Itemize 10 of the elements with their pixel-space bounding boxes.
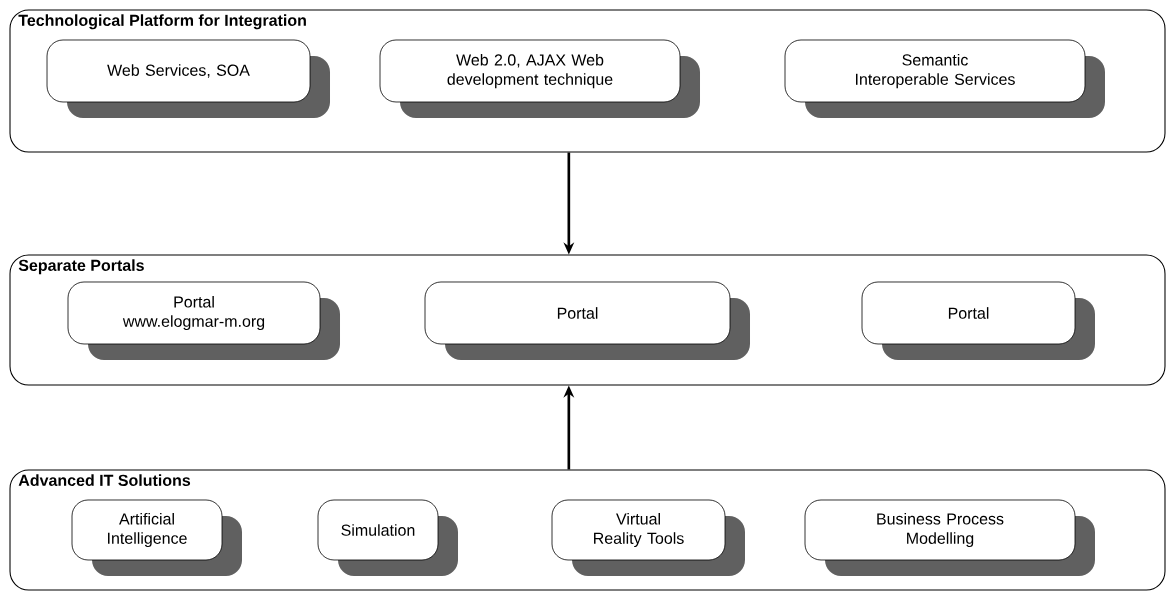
rounded-box: Portal (861, 281, 1095, 360)
rounded-box: Web 2.0, AJAX Web development technique (379, 39, 700, 118)
rounded-box: Portal (424, 281, 750, 360)
rounded-box: Semantic Interoperable Services (784, 39, 1105, 118)
rounded-box: Web Services, SOA (46, 39, 330, 118)
rounded-box: Portal www.elogmar-m.org (67, 281, 340, 360)
rounded-box: Business Process Modelling (804, 499, 1095, 576)
rounded-box: Artificial Intelligence (71, 499, 242, 576)
rounded-box: Virtual Reality Tools (551, 499, 745, 576)
rounded-box: Simulation (317, 499, 458, 576)
